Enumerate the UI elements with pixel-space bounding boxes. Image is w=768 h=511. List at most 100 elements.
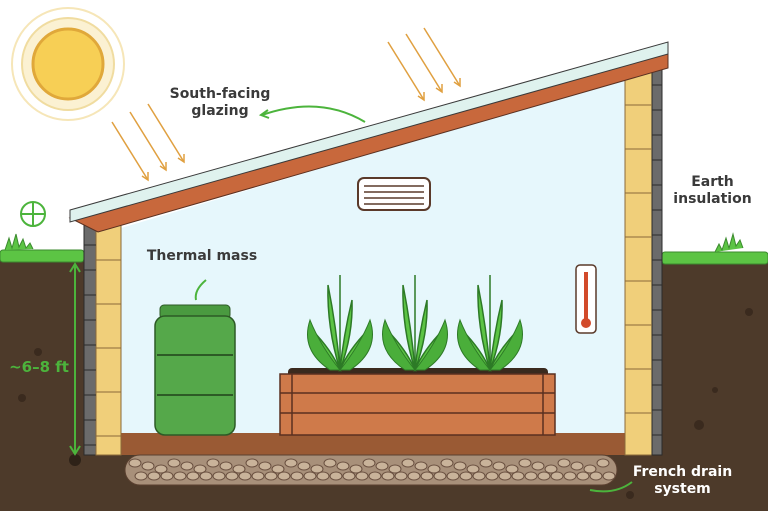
right-wall — [624, 64, 663, 456]
label-french-drain: French drain system — [625, 464, 740, 498]
depth-dimension-line — [69, 262, 81, 456]
pebble — [576, 471, 590, 481]
pebble — [355, 471, 369, 481]
sunray-arrow-icon — [423, 27, 461, 88]
plant-icon — [457, 275, 523, 372]
pebble — [349, 464, 363, 474]
pebble — [362, 458, 376, 468]
pebble — [381, 471, 395, 481]
pebble — [167, 458, 181, 468]
sunray-arrows — [111, 27, 461, 182]
pebble — [583, 464, 597, 474]
sunray-arrow-icon — [129, 111, 167, 172]
pebble — [401, 458, 415, 468]
label-thermal-mass: Thermal mass — [146, 248, 258, 264]
drain-pointer-arrow — [589, 481, 633, 493]
pebble — [154, 464, 168, 474]
raised-bed-icon — [279, 368, 556, 436]
label-south-facing-glazing: South-facing glazing — [160, 86, 280, 120]
pebble — [310, 464, 324, 474]
pebble — [147, 471, 161, 481]
pebble — [524, 471, 538, 481]
pebble — [277, 471, 291, 481]
left-wall — [83, 217, 122, 456]
pebble — [128, 458, 142, 468]
grass — [0, 232, 768, 265]
pebble — [375, 461, 389, 471]
plant-icon — [382, 275, 448, 372]
pebble — [537, 471, 551, 481]
pebble — [557, 458, 571, 468]
label-line: French drain — [632, 464, 733, 480]
label-earth-insulation: Earth insulation — [665, 174, 760, 208]
pebble — [479, 458, 493, 468]
french-drain — [124, 454, 618, 486]
pebble — [596, 458, 610, 468]
roof — [68, 41, 669, 233]
pebble — [323, 458, 337, 468]
pebble — [271, 464, 285, 474]
floor — [121, 433, 625, 455]
pebble — [342, 471, 356, 481]
pebble — [199, 471, 213, 481]
pebble — [563, 471, 577, 481]
pebble — [414, 461, 428, 471]
pebble — [511, 471, 525, 481]
sunray-arrow-icon — [387, 41, 425, 102]
pebble — [251, 471, 265, 481]
pebble — [550, 471, 564, 481]
pebble — [238, 471, 252, 481]
pebble — [602, 471, 616, 481]
pebble — [329, 471, 343, 481]
label-line: South-facing — [169, 86, 271, 102]
pebble — [544, 464, 558, 474]
pebble — [446, 471, 460, 481]
thermometer-icon — [575, 264, 597, 334]
pebble — [160, 471, 174, 481]
pebble — [388, 464, 402, 474]
pebble — [284, 458, 298, 468]
pebble — [394, 471, 408, 481]
vent-icon — [357, 177, 431, 211]
pebble — [466, 464, 480, 474]
pebble — [206, 458, 220, 468]
pebble — [570, 461, 584, 471]
pebble — [180, 461, 194, 471]
pebble — [407, 471, 421, 481]
sunray-arrow-icon — [111, 121, 149, 182]
pebble — [225, 471, 239, 481]
pebble — [173, 471, 187, 481]
pebble — [453, 461, 467, 471]
pebble — [368, 471, 382, 481]
sunray-arrow-icon — [405, 33, 443, 94]
pebble — [219, 461, 233, 471]
glazing-pointer-arrow — [261, 105, 366, 123]
sun-icon — [11, 7, 125, 121]
plants — [307, 275, 523, 372]
pebble — [245, 458, 259, 468]
pebble — [427, 464, 441, 474]
greenhouse-interior — [121, 78, 625, 440]
label-line: glazing — [191, 103, 249, 119]
pebble — [290, 471, 304, 481]
pebble — [589, 471, 603, 481]
sunray-arrow-icon — [147, 103, 185, 164]
pebble — [505, 464, 519, 474]
pebble — [193, 464, 207, 474]
pebble — [258, 461, 272, 471]
pebble — [336, 461, 350, 471]
pebble — [459, 471, 473, 481]
thermal-mass-pointer-arrow — [194, 279, 207, 301]
pebble — [433, 471, 447, 481]
label-line: insulation — [673, 191, 752, 207]
plant-icon — [307, 275, 373, 372]
pebble — [316, 471, 330, 481]
pebble — [212, 471, 226, 481]
pebble — [485, 471, 499, 481]
pebble — [420, 471, 434, 481]
pebble — [141, 461, 155, 471]
pebble — [492, 461, 506, 471]
pebble — [440, 458, 454, 468]
